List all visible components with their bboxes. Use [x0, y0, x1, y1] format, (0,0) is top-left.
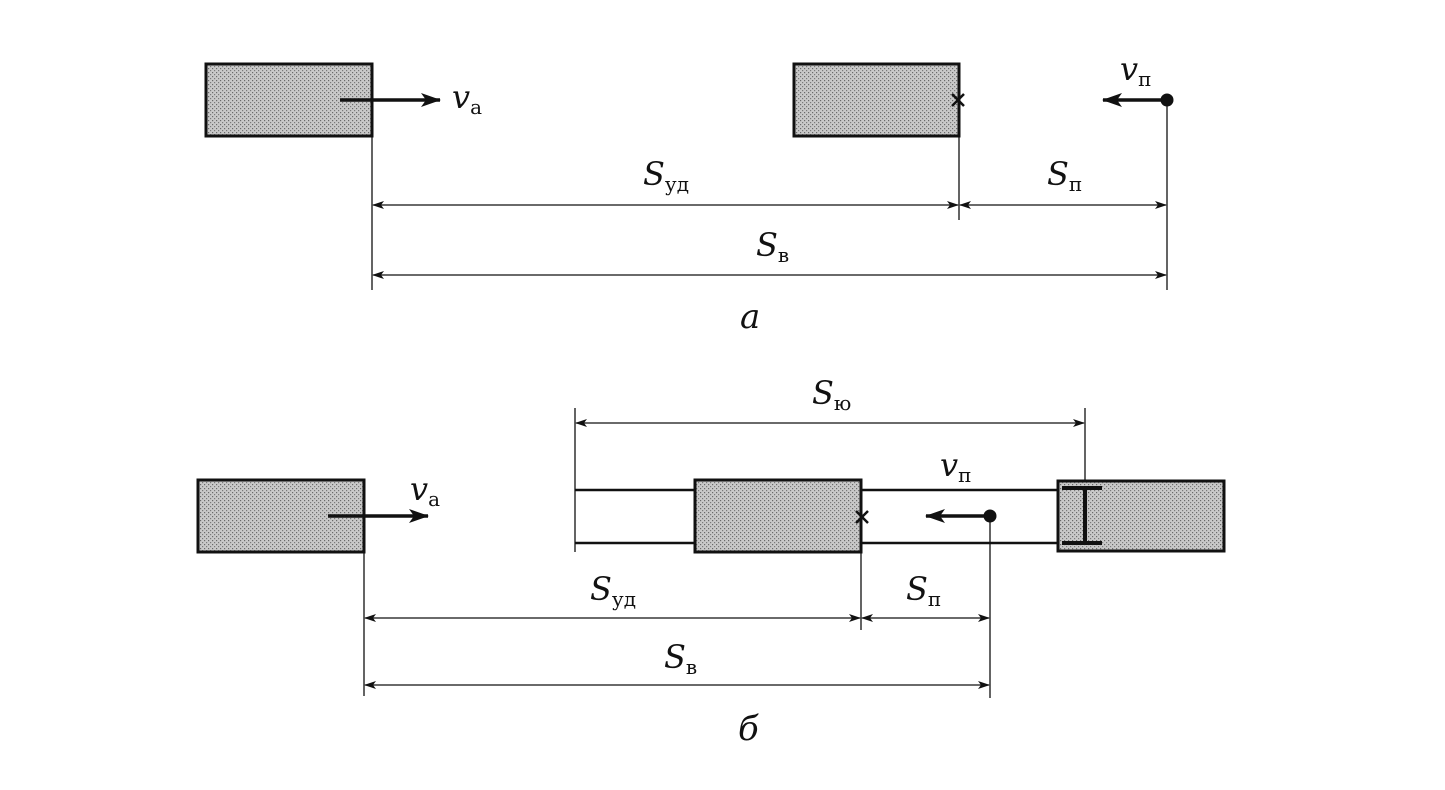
collision-point-icon	[855, 510, 869, 524]
pedestrian-dot	[1160, 93, 1174, 107]
panel-a: vа vп Sуд Sп Sв	[204, 50, 1174, 337]
label-s-p-a: Sп	[1047, 155, 1082, 196]
label-s-ud-a: Sуд	[643, 155, 689, 196]
label-s-yu: Sю	[812, 374, 851, 415]
pedestrian-velocity-label-b: vп	[940, 446, 971, 487]
velocity-label-b: vа	[410, 470, 440, 511]
obstacle-vehicle	[792, 62, 961, 138]
label-s-v-b: Sв	[664, 638, 697, 679]
caption-b: б	[738, 709, 759, 749]
pedestrian-velocity-label: vп	[1120, 50, 1151, 91]
obstacle-vehicle-b	[693, 478, 863, 554]
i-beam-marker-icon	[1062, 486, 1102, 545]
pedestrian-dot-b	[983, 509, 997, 523]
label-s-p-b: Sп	[906, 570, 941, 611]
label-s-ud-b: Sуд	[590, 570, 636, 611]
label-s-v-a: Sв	[756, 226, 789, 267]
far-vehicle	[1056, 479, 1226, 553]
caption-a: а	[740, 297, 760, 337]
panel-b: Sю vа vп	[196, 374, 1226, 749]
collision-point-icon	[951, 93, 965, 107]
velocity-label-a: vа	[452, 78, 482, 119]
